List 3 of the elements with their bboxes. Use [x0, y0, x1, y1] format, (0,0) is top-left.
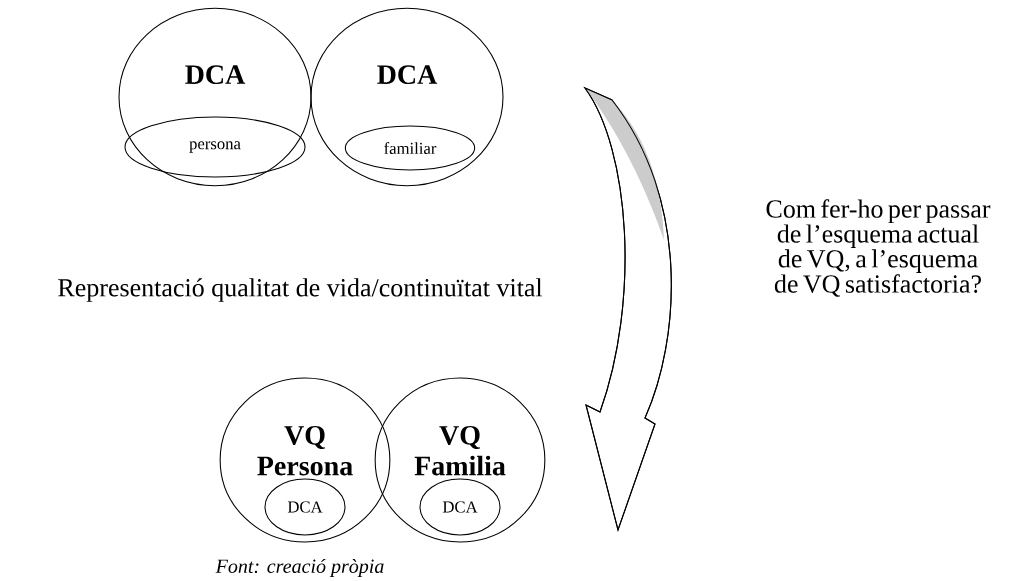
label: Representació qualitat de vida/continuïtat vital	[58, 278, 543, 302]
caption: Font: creació pròpia	[215, 558, 384, 578]
question-text: Com fer-ho per passar de l’esquema actual de VQ, a l’esquema de VQ satisfactoria?	[766, 199, 991, 297]
